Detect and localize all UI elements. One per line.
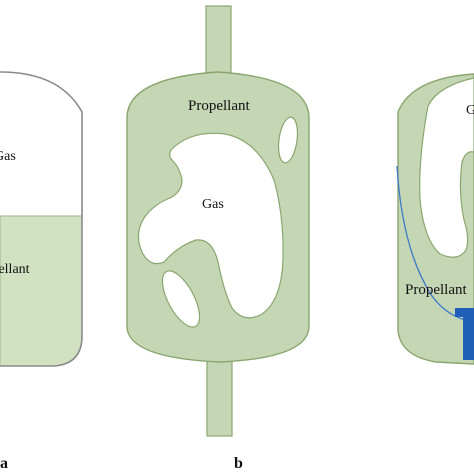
panel-c-propellant-label: Propellant — [405, 282, 467, 298]
panel-b-inlet-pipe — [205, 5, 232, 77]
panel-a-tank-wall — [0, 71, 83, 367]
panel-c-outlet-lip — [455, 308, 474, 317]
panel-b-small-bubble-upper — [277, 116, 299, 164]
panel-c-gas-label: Gas — [466, 103, 474, 118]
panel-b-gas-label: Gas — [202, 197, 224, 212]
panel-a: Gas Propellant a — [0, 71, 83, 472]
panel-b: Propellant Gas b — [126, 5, 310, 472]
panel-b-propellant-label: Propellant — [188, 98, 250, 114]
panel-a-gas-label: Gas — [0, 149, 16, 164]
panel-b-gas-bubble — [137, 132, 284, 319]
panel-b-outlet-pipe — [206, 351, 233, 437]
panel-c-outlet-block — [463, 308, 474, 360]
panel-c-gas-region — [419, 77, 474, 258]
panel-b-small-bubble-lower — [161, 270, 201, 328]
panel-b-letter: b — [234, 455, 243, 472]
panel-a-letter: a — [0, 455, 8, 472]
panel-a-propellant-label: Propellant — [0, 262, 30, 277]
panel-a-propellant-fill — [0, 215, 83, 367]
panel-c: Gas Propellant — [396, 73, 474, 365]
